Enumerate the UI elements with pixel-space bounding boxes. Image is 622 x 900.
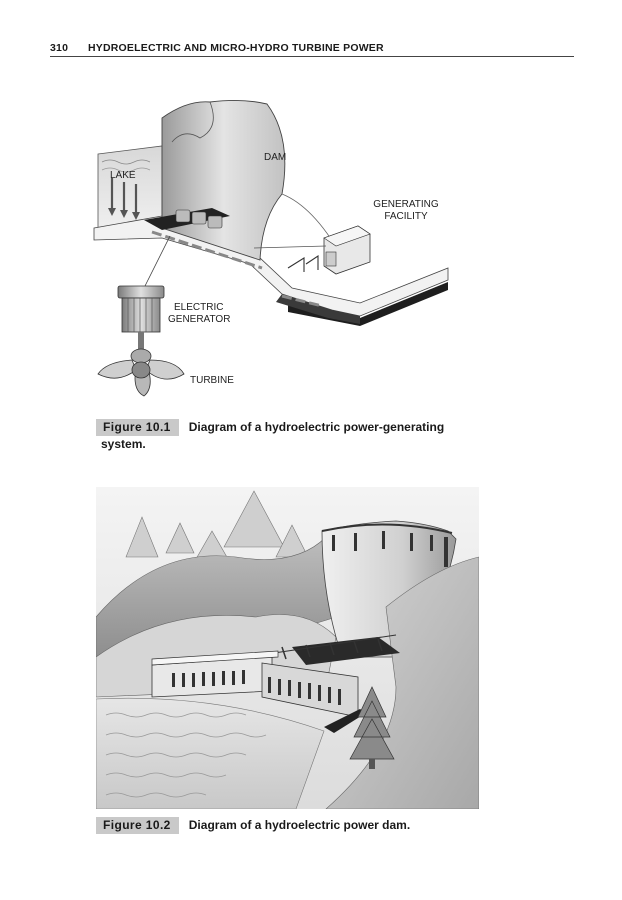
- lake-label: LAKE: [110, 170, 136, 181]
- tree-trunk: [369, 759, 375, 769]
- hydroelectric-system-diagram: DAM LAKE GENERATING FACILITY ELECTRIC GE…: [92, 98, 464, 398]
- electric-generator-illustration: [118, 286, 164, 350]
- turbine-illustration: [98, 349, 184, 396]
- running-title: HYDROELECTRIC AND MICRO-HYDRO TURBINE PO…: [88, 42, 384, 54]
- lake-flow-arrows: [108, 178, 140, 220]
- page-number: 310: [50, 42, 88, 54]
- figure-10-1-caption-continued: system.: [101, 436, 466, 453]
- turbine-label: TURBINE: [190, 375, 234, 386]
- figure-10-2-caption: Figure 10.2 Diagram of a hydroelectric po…: [96, 817, 476, 834]
- hydroelectric-dam-illustration: [96, 487, 479, 809]
- dam-label: DAM: [264, 152, 286, 163]
- figure-10-1-caption-text: Diagram of a hydroelectric power-generat…: [189, 420, 444, 434]
- figure-10-1-caption: Figure 10.1 Diagram of a hydroelectric po…: [96, 419, 466, 453]
- generating-facility-label-line2: FACILITY: [384, 211, 428, 222]
- electric-generator-label-line2: GENERATOR: [168, 314, 230, 325]
- figure-10-1-tag: Figure 10.1: [96, 419, 179, 436]
- generating-facility: [254, 226, 370, 274]
- figure-10-2-tag: Figure 10.2: [96, 817, 179, 834]
- lake-block: [98, 146, 162, 228]
- electric-generator-label-line1: ELECTRIC: [174, 302, 223, 313]
- generating-facility-label-line1: GENERATING: [373, 199, 439, 210]
- figure-10-2-caption-text: Diagram of a hydroelectric power dam.: [189, 818, 410, 832]
